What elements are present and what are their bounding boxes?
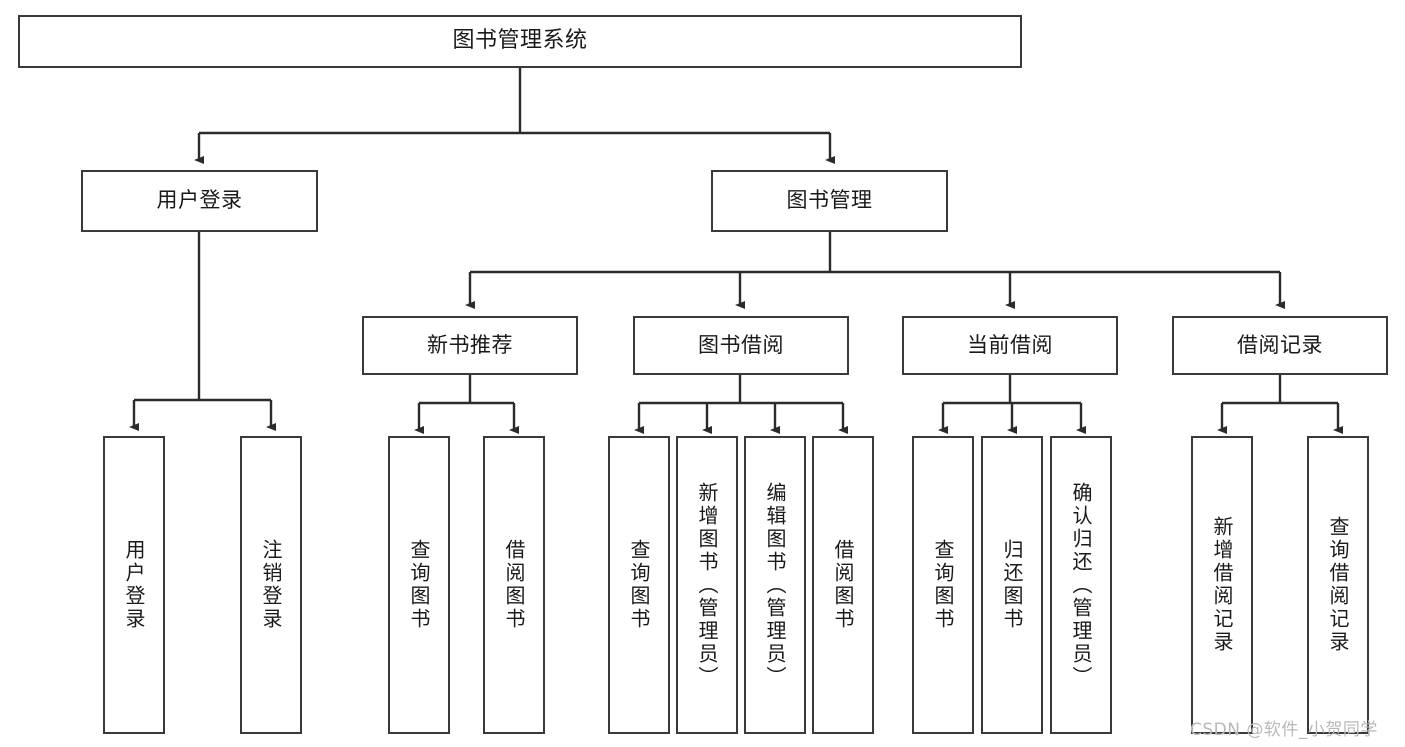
- node-new-book-recommend[interactable]: 新书推荐: [362, 316, 578, 375]
- node-leaf-return-book[interactable]: 归还图书: [981, 436, 1043, 734]
- node-leaf-query-book-3-label: 查询图书: [931, 539, 955, 631]
- node-root[interactable]: 图书管理系统: [18, 15, 1022, 68]
- node-leaf-borrow-book-2-label: 借阅图书: [831, 539, 855, 631]
- node-leaf-borrow-book-1-label: 借阅图书: [502, 539, 526, 631]
- node-leaf-edit-book[interactable]: 编辑图书（管理员）: [744, 436, 806, 734]
- node-leaf-confirm-return-label: 确认归还（管理员）: [1069, 481, 1093, 689]
- node-leaf-query-book-2-label: 查询图书: [627, 539, 651, 631]
- node-current-borrow[interactable]: 当前借阅: [902, 316, 1118, 375]
- node-leaf-user-login-label: 用户登录: [122, 539, 146, 631]
- node-user-login[interactable]: 用户登录: [81, 170, 318, 232]
- node-borrow-record[interactable]: 借阅记录: [1172, 316, 1388, 375]
- node-book-manage[interactable]: 图书管理: [711, 170, 948, 232]
- node-leaf-query-record[interactable]: 查询借阅记录: [1307, 436, 1369, 734]
- node-current-borrow-label: 当前借阅: [967, 332, 1053, 357]
- node-book-borrow[interactable]: 图书借阅: [633, 316, 849, 375]
- node-user-login-label: 用户登录: [156, 188, 243, 213]
- watermark: CSDN @软件_小贺同学: [1190, 720, 1378, 740]
- node-leaf-add-record[interactable]: 新增借阅记录: [1191, 436, 1253, 734]
- node-new-book-recommend-label: 新书推荐: [427, 332, 513, 357]
- node-leaf-query-book-1[interactable]: 查询图书: [388, 436, 450, 734]
- node-leaf-add-record-label: 新增借阅记录: [1210, 516, 1234, 654]
- node-leaf-edit-book-label: 编辑图书（管理员）: [763, 481, 787, 689]
- node-leaf-add-book-label: 新增图书（管理员）: [695, 481, 719, 689]
- node-leaf-query-book-2[interactable]: 查询图书: [608, 436, 670, 734]
- node-leaf-user-login[interactable]: 用户登录: [103, 436, 165, 734]
- node-leaf-query-record-label: 查询借阅记录: [1326, 516, 1350, 654]
- node-leaf-query-book-1-label: 查询图书: [407, 539, 431, 631]
- node-leaf-logout-label: 注销登录: [259, 539, 283, 631]
- node-leaf-add-book[interactable]: 新增图书（管理员）: [676, 436, 738, 734]
- node-leaf-confirm-return[interactable]: 确认归还（管理员）: [1050, 436, 1112, 734]
- node-book-manage-label: 图书管理: [786, 188, 873, 213]
- node-leaf-return-book-label: 归还图书: [1000, 539, 1024, 631]
- node-leaf-query-book-3[interactable]: 查询图书: [912, 436, 974, 734]
- node-borrow-record-label: 借阅记录: [1237, 332, 1323, 357]
- node-book-borrow-label: 图书借阅: [698, 332, 784, 357]
- node-leaf-borrow-book-1[interactable]: 借阅图书: [483, 436, 545, 734]
- node-root-label: 图书管理系统: [452, 28, 588, 54]
- node-leaf-logout[interactable]: 注销登录: [240, 436, 302, 734]
- node-leaf-borrow-book-2[interactable]: 借阅图书: [812, 436, 874, 734]
